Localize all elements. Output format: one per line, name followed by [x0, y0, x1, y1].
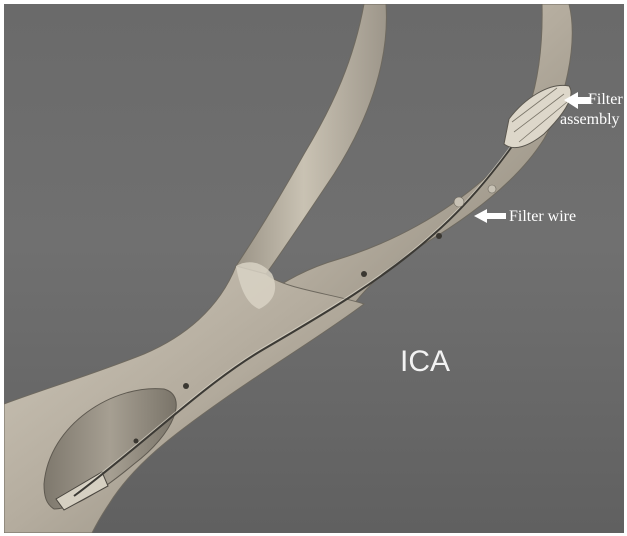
- arrow-left-icon: [474, 209, 506, 223]
- filter-wire-label: Filter wire: [509, 209, 576, 225]
- filter-assembly-label: Filter assembly: [588, 92, 623, 128]
- vessel-photograph: [4, 4, 624, 533]
- filter-assembly-label-line2: assembly: [560, 112, 623, 128]
- arrow-left-icon: [564, 92, 590, 109]
- ica-label: ICA: [400, 347, 450, 377]
- filter-assembly-label-line1: Filter: [588, 92, 623, 108]
- annotation-arrows: [4, 4, 624, 533]
